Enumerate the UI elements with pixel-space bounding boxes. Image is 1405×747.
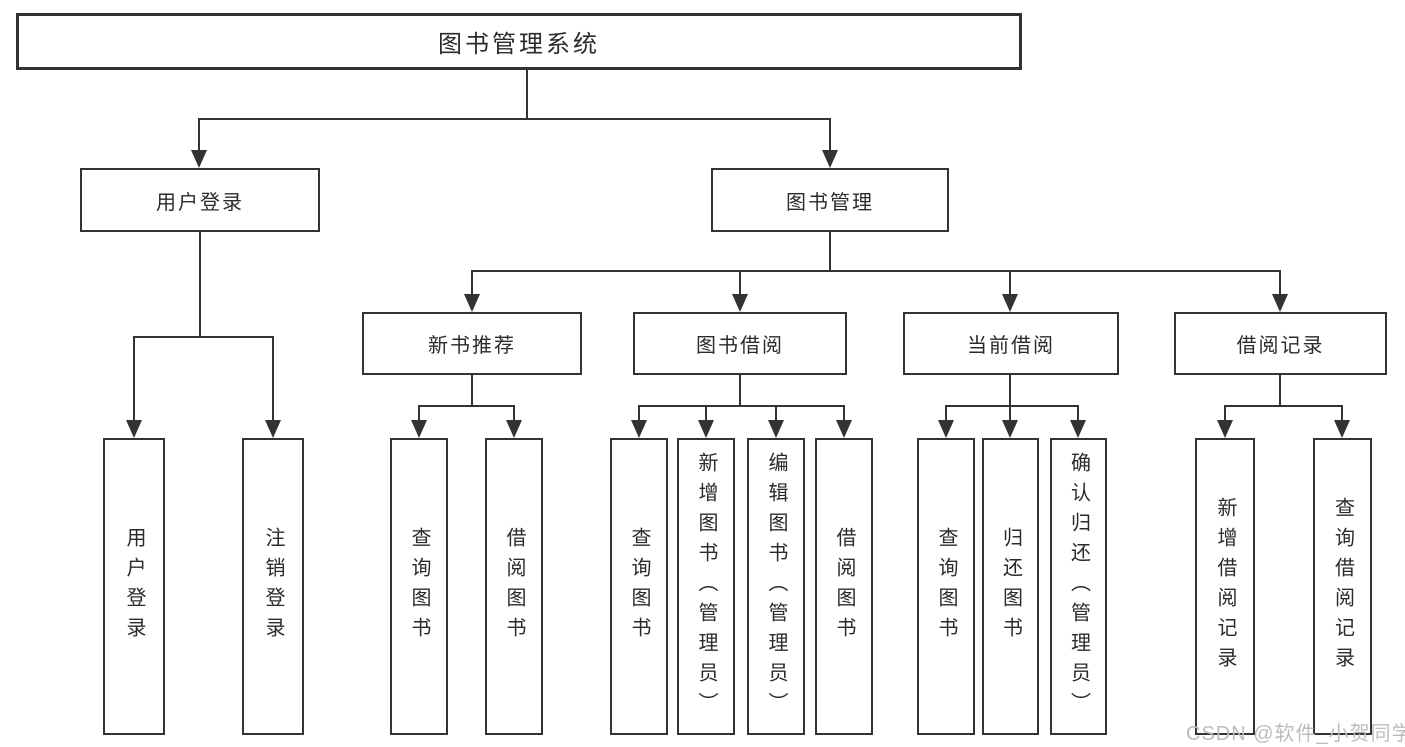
connector-root-trunk bbox=[526, 70, 528, 118]
connector-drop bbox=[133, 336, 135, 422]
node-label: 确认归还（管理员） bbox=[1067, 451, 1090, 722]
node-leaf-return-books: 归还图书 bbox=[982, 438, 1039, 735]
connector-user-login-branch bbox=[133, 336, 274, 338]
arrow-down-icon bbox=[938, 420, 954, 438]
node-label: 查询图书 bbox=[408, 526, 430, 647]
connector-branch bbox=[945, 405, 1079, 407]
node-label: 归还图书 bbox=[999, 526, 1022, 647]
node-leaf-query-books-current: 查询图书 bbox=[917, 438, 975, 735]
node-label: 图书管理系统 bbox=[438, 31, 600, 58]
node-label: 注销登录 bbox=[262, 526, 284, 647]
node-label: 查询图书 bbox=[628, 526, 650, 647]
connector-drop bbox=[513, 405, 515, 422]
node-label: 图书借阅 bbox=[696, 335, 784, 357]
connector-drop bbox=[471, 270, 473, 296]
node-leaf-edit-book-admin: 编辑图书（管理员） bbox=[747, 438, 805, 735]
connector-drop-book-mgmt bbox=[829, 118, 831, 152]
node-leaf-add-book-admin: 新增图书（管理员） bbox=[677, 438, 735, 735]
node-label: 新增借阅记录 bbox=[1214, 496, 1236, 677]
arrow-down-icon bbox=[1334, 420, 1350, 438]
node-label: 借阅图书 bbox=[833, 526, 855, 647]
node-new-book-recommend: 新书推荐 bbox=[362, 312, 582, 375]
node-leaf-user-login: 用户登录 bbox=[103, 438, 165, 735]
node-leaf-query-books-recommend: 查询图书 bbox=[390, 438, 448, 735]
node-label: 新书推荐 bbox=[428, 335, 516, 357]
node-leaf-confirm-return-admin: 确认归还（管理员） bbox=[1050, 438, 1107, 735]
connector-branch bbox=[418, 405, 515, 407]
node-leaf-logout: 注销登录 bbox=[242, 438, 304, 735]
node-leaf-add-borrow-record: 新增借阅记录 bbox=[1195, 438, 1255, 735]
arrow-down-icon bbox=[126, 420, 142, 438]
arrow-down-icon bbox=[836, 420, 852, 438]
arrow-down-icon bbox=[822, 150, 838, 168]
arrow-down-icon bbox=[265, 420, 281, 438]
arrow-down-icon bbox=[1002, 420, 1018, 438]
node-leaf-query-books-borrowing: 查询图书 bbox=[610, 438, 668, 735]
arrow-down-icon bbox=[698, 420, 714, 438]
connector-drop bbox=[1279, 270, 1281, 296]
connector-user-login-trunk bbox=[199, 232, 201, 336]
connector-drop bbox=[1341, 405, 1343, 422]
node-label: 用户登录 bbox=[123, 526, 145, 647]
connector-trunk bbox=[1009, 375, 1011, 405]
node-label: 新增图书（管理员） bbox=[695, 451, 717, 722]
node-label: 编辑图书（管理员） bbox=[765, 451, 787, 722]
node-library-system: 图书管理系统 bbox=[16, 13, 1022, 70]
node-label: 借阅图书 bbox=[503, 526, 525, 647]
arrow-down-icon bbox=[768, 420, 784, 438]
node-leaf-query-borrow-record: 查询借阅记录 bbox=[1313, 438, 1372, 735]
connector-book-mgmt-branch bbox=[471, 270, 1281, 272]
arrow-down-icon bbox=[464, 294, 480, 312]
connector-drop bbox=[272, 336, 274, 422]
connector-drop bbox=[1077, 405, 1079, 422]
node-label: 当前借阅 bbox=[967, 335, 1055, 357]
arrow-down-icon bbox=[1002, 294, 1018, 312]
arrow-down-icon bbox=[411, 420, 427, 438]
connector-trunk bbox=[739, 375, 741, 405]
node-borrowing-records: 借阅记录 bbox=[1174, 312, 1387, 375]
node-label: 用户登录 bbox=[156, 191, 244, 214]
connector-drop bbox=[843, 405, 845, 422]
connector-book-mgmt-trunk bbox=[829, 232, 831, 270]
connector-drop bbox=[775, 405, 777, 422]
arrow-down-icon bbox=[1070, 420, 1086, 438]
connector-drop bbox=[638, 405, 640, 422]
connector-drop bbox=[739, 270, 741, 296]
arrow-down-icon bbox=[732, 294, 748, 312]
node-current-borrowing: 当前借阅 bbox=[903, 312, 1119, 375]
connector-drop bbox=[945, 405, 947, 422]
node-leaf-borrow-books: 借阅图书 bbox=[815, 438, 873, 735]
connector-drop bbox=[1009, 270, 1011, 296]
arrow-down-icon bbox=[506, 420, 522, 438]
arrow-down-icon bbox=[1272, 294, 1288, 312]
arrow-down-icon bbox=[1217, 420, 1233, 438]
connector-trunk bbox=[471, 375, 473, 405]
node-label: 查询借阅记录 bbox=[1331, 496, 1354, 677]
node-label: 查询图书 bbox=[935, 526, 957, 647]
node-user-login: 用户登录 bbox=[80, 168, 320, 232]
node-label: 图书管理 bbox=[786, 191, 874, 214]
arrow-down-icon bbox=[191, 150, 207, 168]
connector-drop bbox=[1009, 405, 1011, 422]
connector-drop bbox=[705, 405, 707, 422]
connector-drop bbox=[418, 405, 420, 422]
node-book-management: 图书管理 bbox=[711, 168, 949, 232]
connector-root-branch bbox=[198, 118, 831, 120]
node-leaf-borrow-books-recommend: 借阅图书 bbox=[485, 438, 543, 735]
watermark: CSDN @软件_小贺同学 bbox=[1186, 723, 1405, 745]
connector-trunk bbox=[1279, 375, 1281, 405]
connector-drop bbox=[1224, 405, 1226, 422]
connector-branch bbox=[638, 405, 845, 407]
connector-branch bbox=[1224, 405, 1343, 407]
node-label: 借阅记录 bbox=[1236, 335, 1325, 357]
node-book-borrowing: 图书借阅 bbox=[633, 312, 847, 375]
connector-drop-user-login bbox=[198, 118, 200, 152]
arrow-down-icon bbox=[631, 420, 647, 438]
